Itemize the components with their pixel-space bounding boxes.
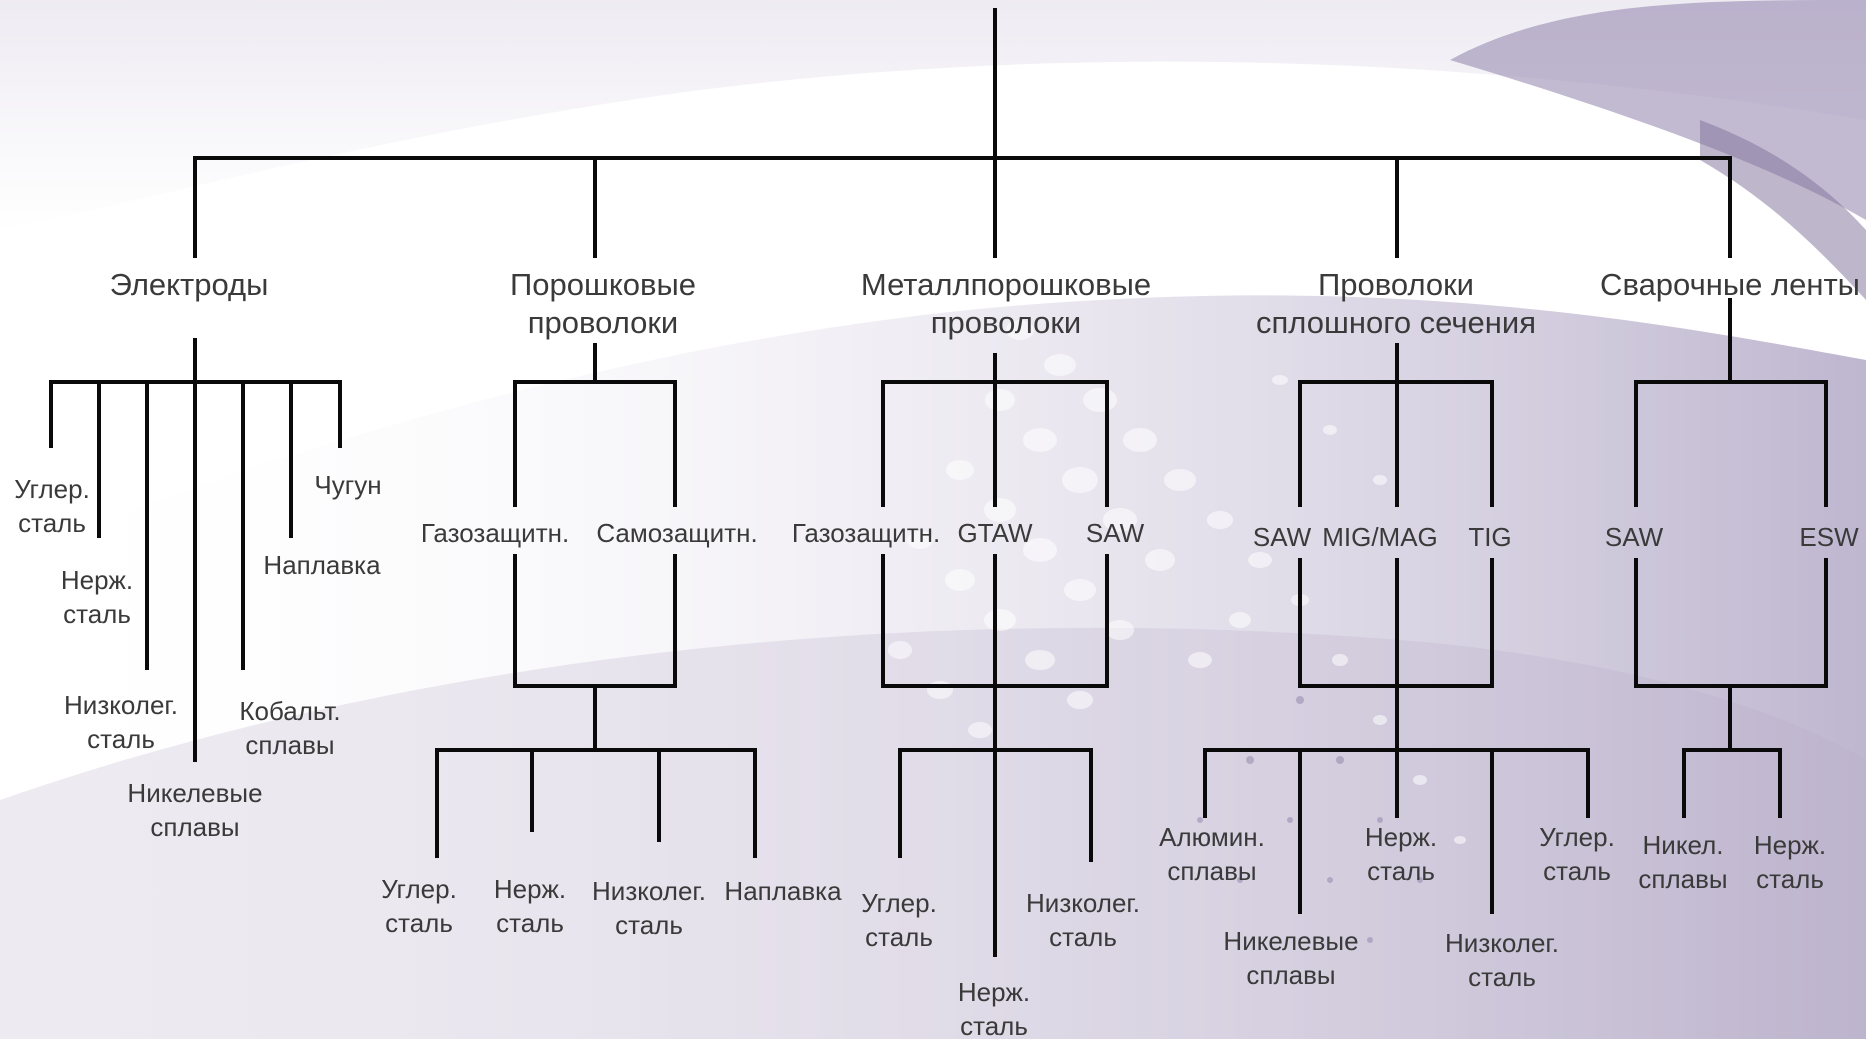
electrodes-stainless-steel: Нерж. сталь	[60, 565, 134, 629]
strips-nickel-alloys: Никел. сплавы	[1638, 830, 1728, 894]
electrodes-low-alloy-steel: Низколег. сталь	[64, 690, 178, 754]
electrodes-hardfacing: Наплавка	[263, 550, 381, 580]
solid-wire-stainless-steel: Нерж. сталь	[1364, 822, 1438, 886]
strips-stainless-steel: Нерж. сталь	[1753, 830, 1827, 894]
solid-wire-saw: SAW	[1252, 522, 1312, 552]
flux-cored-gas-shielded: Газозащитн.	[420, 518, 570, 548]
metal-cored-low-alloy-steel: Низколег. сталь	[1026, 888, 1140, 952]
metal-cored-stainless-steel: Нерж. сталь	[957, 977, 1031, 1041]
flux-cored-stainless-steel: Нерж. сталь	[493, 874, 567, 938]
metal-cored-carbon-steel: Углер. сталь	[861, 888, 937, 952]
metal-cored-gtaw: GTAW	[957, 518, 1033, 548]
category-electrodes: Электроды	[109, 267, 269, 302]
solid-wire-aluminum-alloys: Алюмин. сплавы	[1159, 822, 1265, 886]
solid-wire-mig-mag: MIG/MAG	[1322, 522, 1438, 552]
flux-cored-carbon-steel: Углер. сталь	[381, 874, 457, 938]
solid-wire-nickel-alloys: Никелевые сплавы	[1223, 926, 1359, 990]
category-welding-strips: Сварочные ленты	[1600, 267, 1860, 302]
solid-wire-carbon-steel: Углер. сталь	[1539, 822, 1615, 886]
metal-cored-saw: SAW	[1085, 518, 1145, 548]
metal-cored-gas-shielded: Газозащитн.	[791, 518, 941, 548]
electrodes-carbon-steel: Углер. сталь	[14, 474, 90, 538]
electrodes-nickel-alloys: Никелевые сплавы	[127, 778, 263, 842]
flux-cored-self-shielded: Самозащитн.	[596, 518, 758, 548]
flux-cored-hardfacing: Наплавка	[724, 876, 842, 906]
category-solid-wires: Проволоки сплошного сечения	[1256, 267, 1536, 340]
category-metal-cored-wires: Металлпорошковые проволоки	[860, 267, 1152, 340]
category-flux-cored-wires: Порошковые проволоки	[509, 267, 697, 340]
strips-saw: SAW	[1604, 522, 1664, 552]
solid-wire-low-alloy-steel: Низколег. сталь	[1445, 928, 1559, 992]
electrodes-cast-iron: Чугун	[314, 470, 382, 500]
strips-esw: ESW	[1799, 522, 1859, 552]
solid-wire-tig: TIG	[1468, 522, 1512, 552]
flux-cored-low-alloy-steel: Низколег. сталь	[592, 876, 706, 940]
electrodes-cobalt-alloys: Кобальт. сплавы	[239, 696, 341, 760]
